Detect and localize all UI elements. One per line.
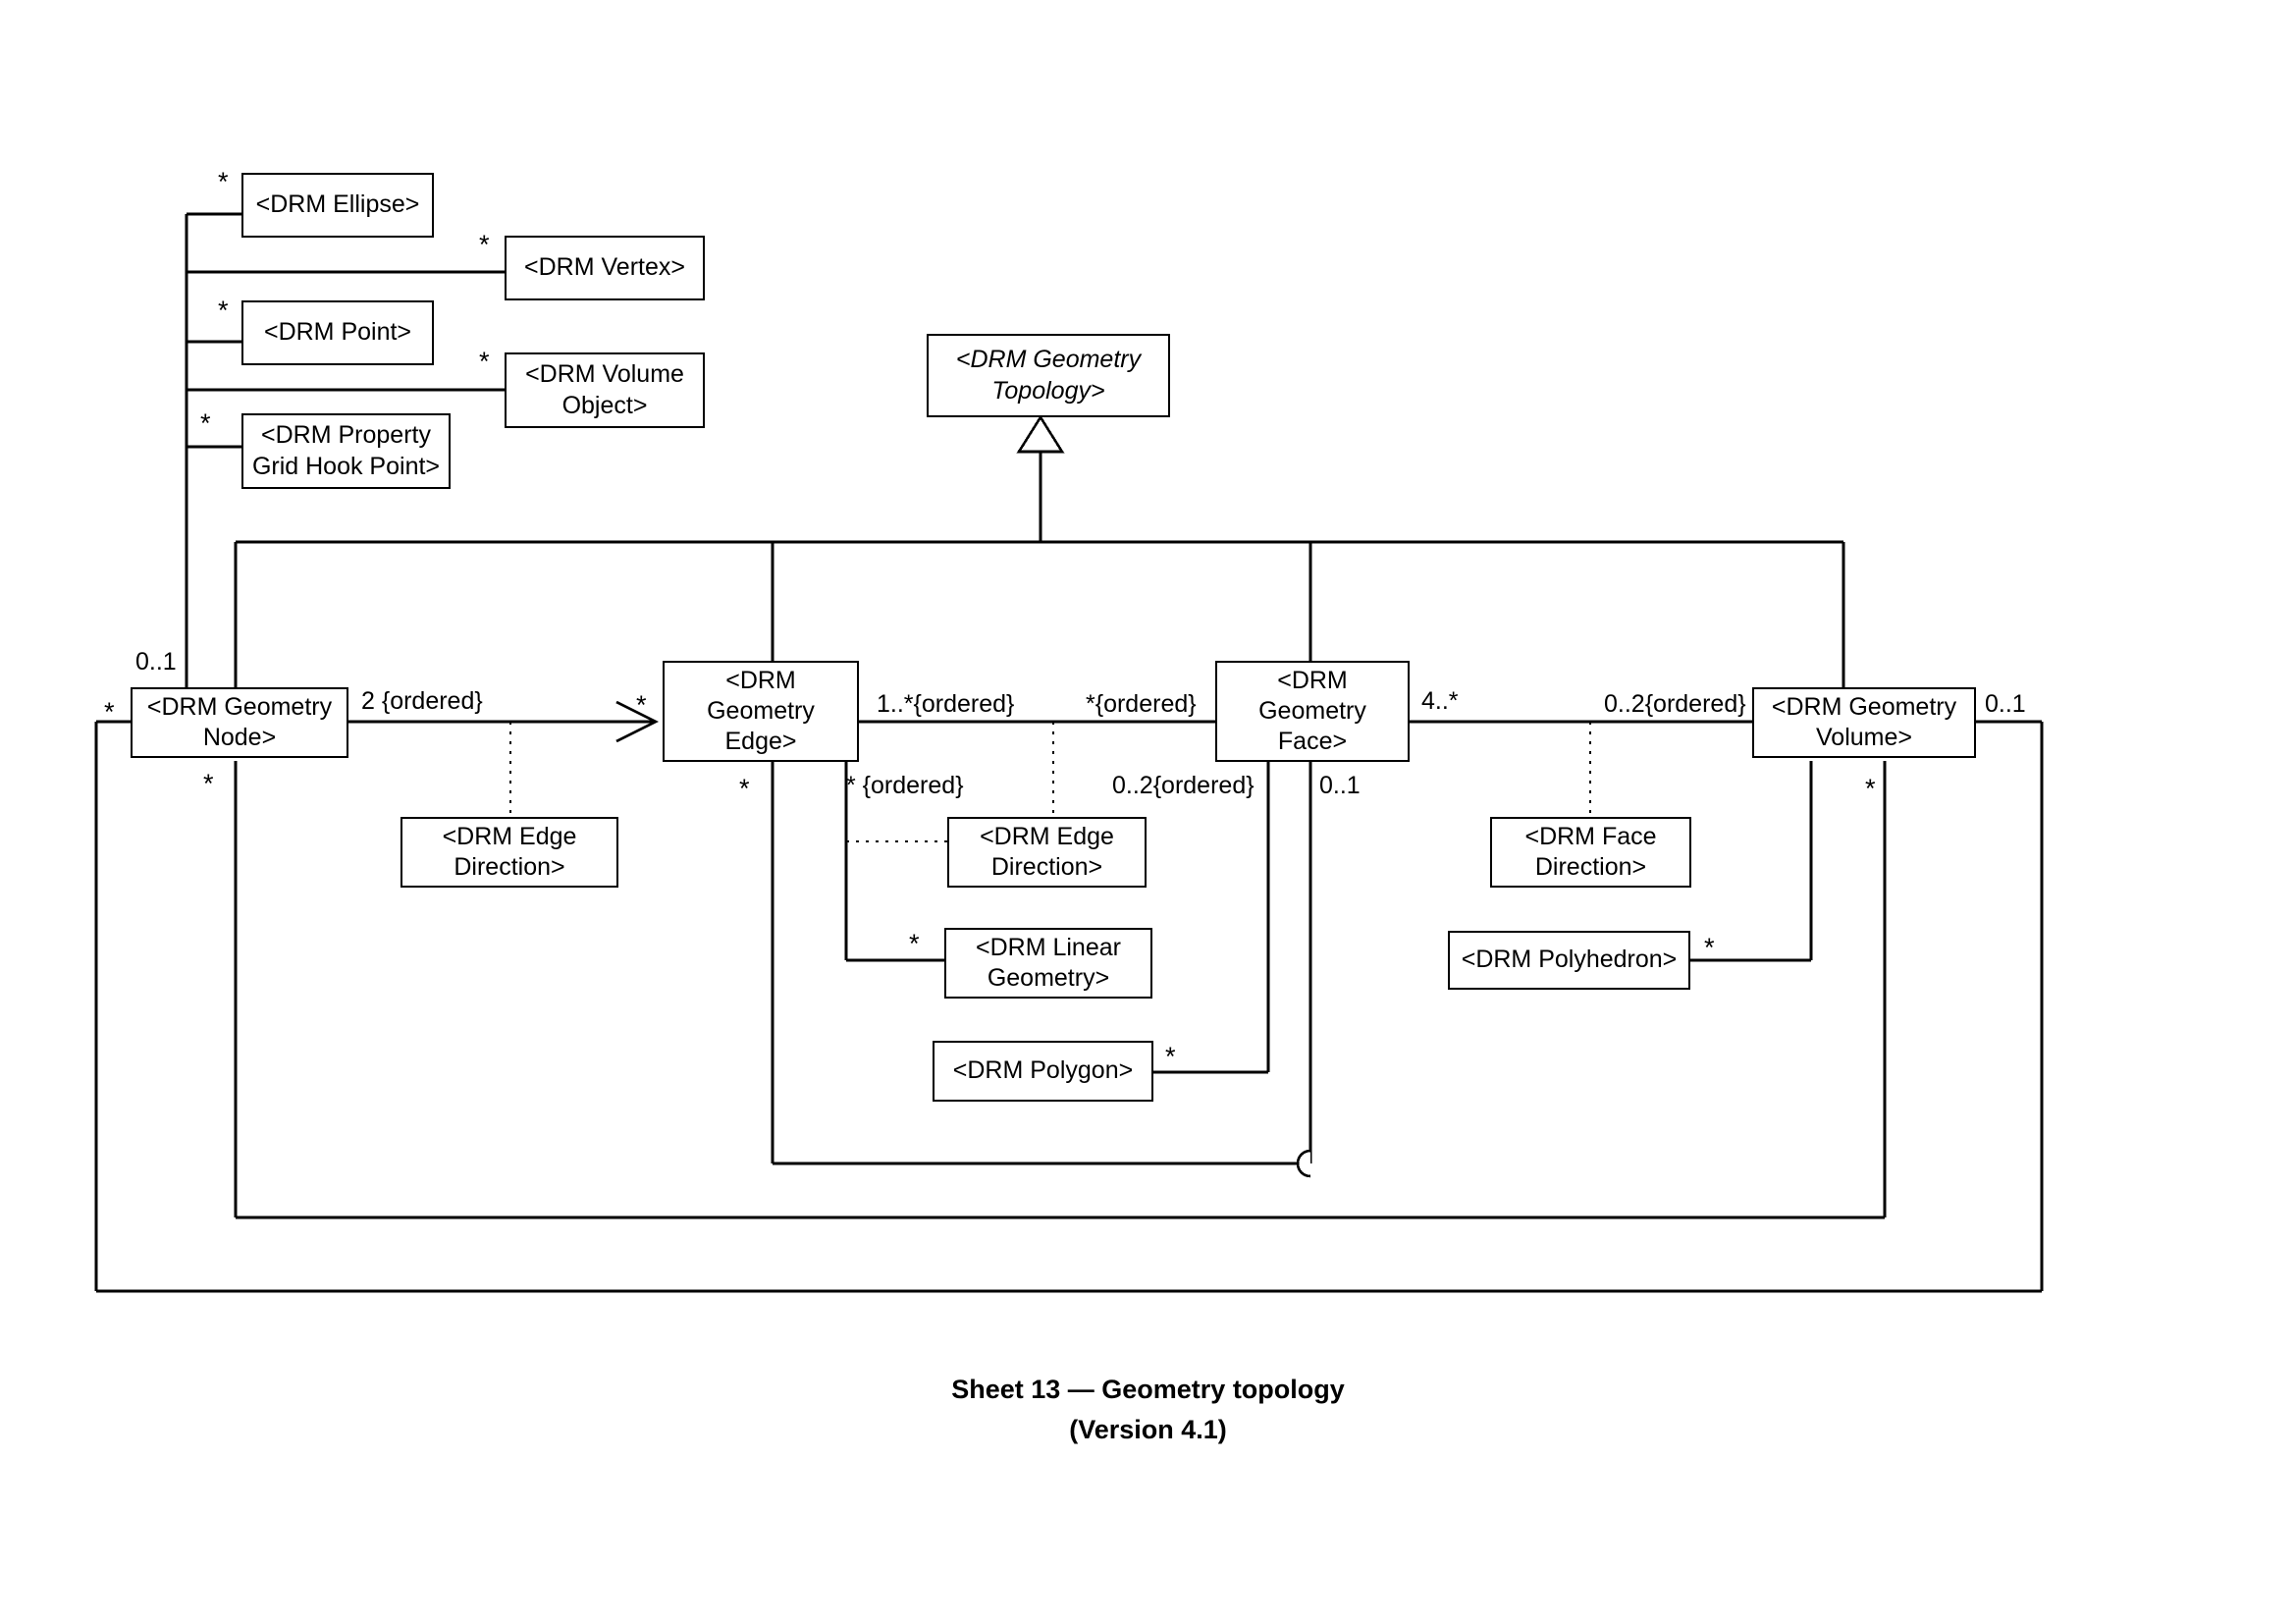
- multiplicity-polyhedron: *: [1704, 933, 1715, 962]
- multiplicity-volume-right: 0..1: [1985, 690, 2026, 718]
- class-label: <DRM Linear Geometry>: [976, 933, 1121, 992]
- class-box-drm-edge-direction-left[interactable]: <DRM Edge Direction>: [400, 817, 618, 888]
- class-label: <DRM Geometry Edge>: [707, 666, 815, 756]
- multiplicity-node-left: *: [104, 697, 115, 727]
- node-edge-arrowhead: [615, 700, 659, 743]
- class-box-drm-geometry-volume[interactable]: <DRM Geometry Volume>: [1752, 687, 1976, 758]
- multiplicity-node-bottom: *: [203, 769, 214, 798]
- multiplicity-face-bottom: 0..1: [1319, 772, 1361, 799]
- class-box-drm-face-direction[interactable]: <DRM Face Direction>: [1490, 817, 1691, 888]
- class-box-drm-ellipse[interactable]: <DRM Ellipse>: [241, 173, 434, 238]
- multiplicity-polygon: *: [1165, 1042, 1176, 1071]
- multiplicity-volume-left: 0..2{ordered}: [1604, 690, 1746, 718]
- class-label: <DRM Ellipse>: [255, 190, 420, 219]
- multiplicity-edge-left: *: [636, 690, 647, 720]
- multiplicity-volume-bottom: *: [1865, 774, 1876, 803]
- multiplicity-face-left: *{ordered}: [1086, 690, 1197, 718]
- class-label: <DRM Geometry Node>: [146, 692, 333, 751]
- multiplicity-point: *: [218, 296, 229, 325]
- class-box-drm-geometry-node[interactable]: <DRM Geometry Node>: [131, 687, 348, 758]
- multiplicity-node-top: 0..1: [135, 648, 177, 676]
- multiplicity-ellipse: *: [218, 167, 229, 196]
- class-label: <DRM Edge Direction>: [442, 822, 577, 881]
- class-box-drm-linear-geometry[interactable]: <DRM Linear Geometry>: [944, 928, 1152, 999]
- line-hop-icon: [1296, 1149, 1311, 1178]
- class-label: <DRM Face Direction>: [1524, 822, 1657, 881]
- class-box-drm-volume-object[interactable]: <DRM Volume Object>: [505, 352, 705, 428]
- class-box-drm-polyhedron[interactable]: <DRM Polyhedron>: [1448, 931, 1690, 990]
- class-label: <DRM Geometry Topology>: [955, 346, 1142, 405]
- class-label: <DRM Vertex>: [524, 253, 685, 282]
- generalization-triangle: [1016, 414, 1065, 454]
- class-box-drm-vertex[interactable]: <DRM Vertex>: [505, 236, 705, 300]
- multiplicity-face-to-volume: 4..*: [1421, 687, 1459, 715]
- class-box-drm-geometry-face[interactable]: <DRM Geometry Face>: [1215, 661, 1410, 762]
- caption-line-1: Sheet 13 — Geometry topology: [951, 1375, 1345, 1404]
- diagram-caption: Sheet 13 — Geometry topology (Version 4.…: [0, 1370, 2296, 1449]
- class-box-drm-polygon[interactable]: <DRM Polygon>: [933, 1041, 1153, 1102]
- class-label: <DRM Polyhedron>: [1461, 946, 1678, 974]
- class-label: <DRM Point>: [263, 318, 412, 347]
- class-box-drm-point[interactable]: <DRM Point>: [241, 300, 434, 365]
- multiplicity-vertex: *: [479, 230, 490, 259]
- multiplicity-linear-geometry: *: [909, 929, 920, 958]
- class-label: <DRM Edge Direction>: [980, 822, 1114, 881]
- class-box-drm-edge-direction-mid[interactable]: <DRM Edge Direction>: [947, 817, 1147, 888]
- class-label: <DRM Property Grid Hook Point>: [251, 421, 441, 480]
- class-label: <DRM Volume Object>: [525, 360, 684, 419]
- class-box-drm-geometry-edge[interactable]: <DRM Geometry Edge>: [663, 661, 859, 762]
- class-label: <DRM Geometry Face>: [1258, 666, 1366, 756]
- multiplicity-face-02-ordered: 0..2{ordered}: [1112, 772, 1255, 799]
- class-label: <DRM Geometry Volume>: [1771, 692, 1957, 751]
- multiplicity-volume-object: *: [479, 347, 490, 376]
- multiplicity-edge-to-face: 1..*{ordered}: [877, 690, 1015, 718]
- class-box-drm-geometry-topology[interactable]: <DRM Geometry Topology>: [927, 334, 1170, 417]
- class-box-drm-property-grid-hook-point[interactable]: <DRM Property Grid Hook Point>: [241, 413, 451, 489]
- multiplicity-node-to-edge: 2 {ordered}: [361, 687, 483, 715]
- class-label: <DRM Polygon>: [952, 1056, 1134, 1085]
- multiplicity-edge-bottom: *: [739, 774, 750, 803]
- caption-line-2: (Version 4.1): [1069, 1414, 1227, 1444]
- multiplicity-property-grid-hook-point: *: [200, 408, 211, 438]
- multiplicity-edge-ordered: * {ordered}: [846, 772, 964, 799]
